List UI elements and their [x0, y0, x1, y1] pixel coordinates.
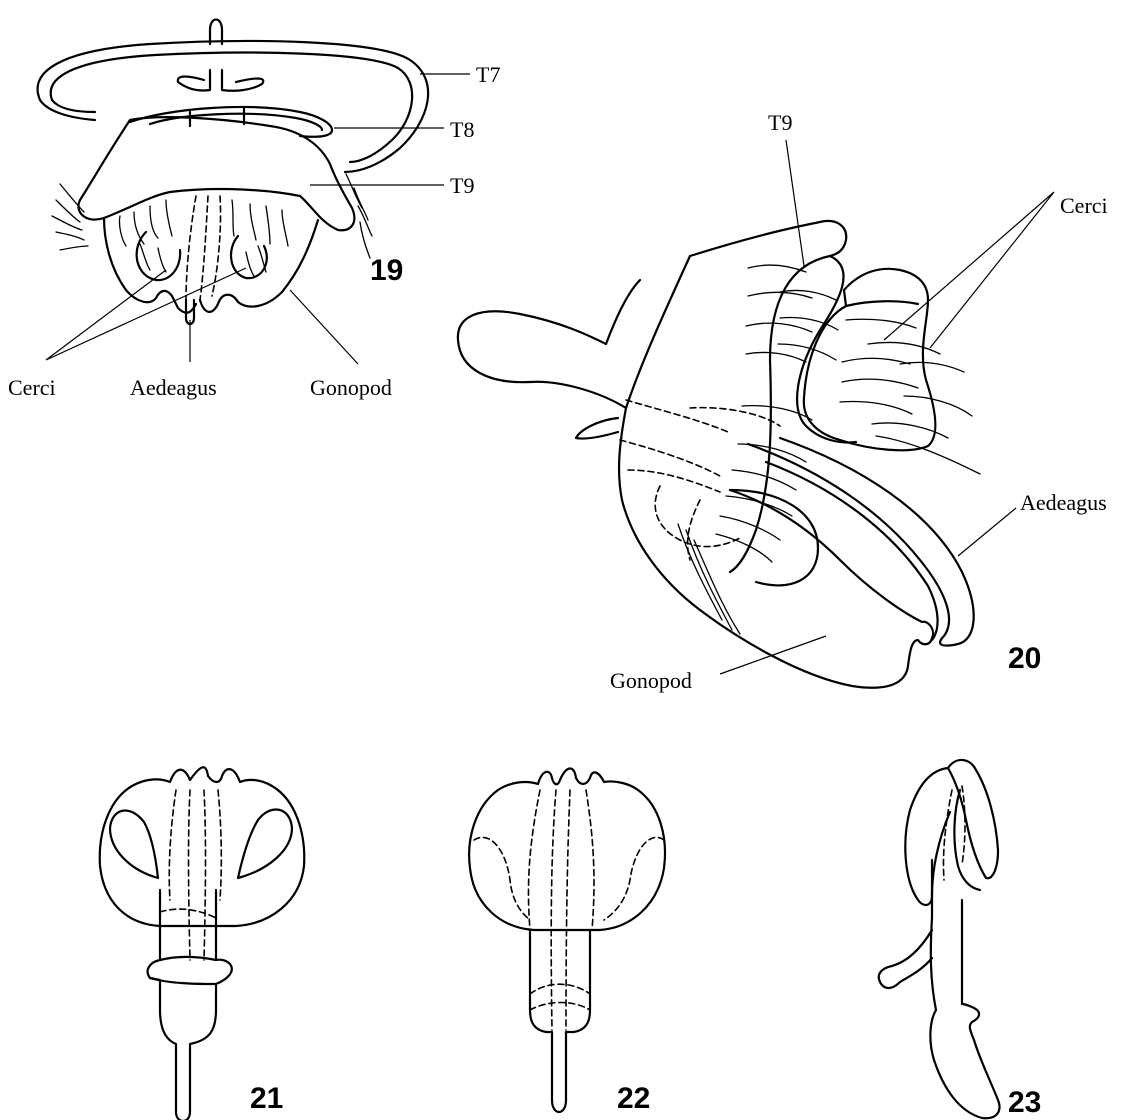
label-cerci-20: Cerci [1060, 193, 1108, 218]
fig23-shaft [930, 860, 999, 1118]
label-t8: T8 [450, 117, 474, 142]
fig21-dashes [160, 790, 221, 960]
fig21-right-wing [238, 810, 292, 878]
internal-dashes [186, 196, 221, 300]
apodeme-wings [178, 70, 263, 91]
leader-t9-20 [786, 140, 804, 266]
cercus-2 [804, 269, 936, 450]
figure-23: 23 [879, 760, 1042, 1119]
leader-gonopod-19 [290, 290, 358, 364]
label-cerci-19: Cerci [8, 375, 56, 400]
figure-20: T9 Cerci Aedeagus Gonopod 20 [458, 110, 1108, 693]
basal-apodeme [458, 280, 640, 408]
label-aedeagus-20: Aedeagus [1020, 490, 1107, 515]
label-t9: T9 [450, 173, 474, 198]
fig21-collar [150, 957, 216, 984]
fig23-inner-lobe [954, 790, 980, 890]
internal-dashes-20 [620, 400, 780, 560]
figure-number-20: 20 [1008, 642, 1041, 675]
cercus-left [137, 232, 181, 280]
leader-aedeagus-20 [958, 508, 1016, 556]
t9-tergite-20 [690, 221, 846, 572]
figure-number-23: 23 [1008, 1086, 1041, 1119]
fig21-left-wing [110, 811, 158, 878]
cercus-2-fold [846, 301, 918, 306]
figure-number-22: 22 [617, 1082, 650, 1115]
gonopod-20-lobe [730, 490, 818, 585]
t9-tergite [78, 117, 354, 230]
fig21-outer-lobe [100, 767, 304, 926]
fig22-dashes [474, 790, 664, 1030]
label-gonopod-19: Gonopod [310, 375, 392, 400]
t9-anterior-margin [619, 256, 700, 610]
label-gonopod-20: Gonopod [610, 668, 692, 693]
fig23-spur [879, 930, 932, 988]
figure-number-19: 19 [370, 254, 403, 287]
label-aedeagus-19: Aedeagus [130, 375, 217, 400]
figure-22: 22 [469, 768, 665, 1115]
t7-ring-close [40, 100, 95, 120]
gonopod-body [104, 218, 318, 313]
leader-cerci-20 [884, 192, 1054, 348]
leader-gonopod-20 [720, 636, 826, 674]
label-t7: T7 [476, 62, 500, 87]
label-t9-20: T9 [768, 110, 792, 135]
fig23-lobe [905, 768, 950, 905]
figure-number-21: 21 [250, 1082, 283, 1115]
basal-process [576, 418, 618, 439]
fig22-shaft [530, 930, 590, 1112]
figure-19: T7 T8 T9 Cerci Aedeagus Gonopod 19 [8, 20, 500, 401]
figure-21: 21 [100, 767, 304, 1120]
leader-cerci-19 [46, 268, 246, 360]
